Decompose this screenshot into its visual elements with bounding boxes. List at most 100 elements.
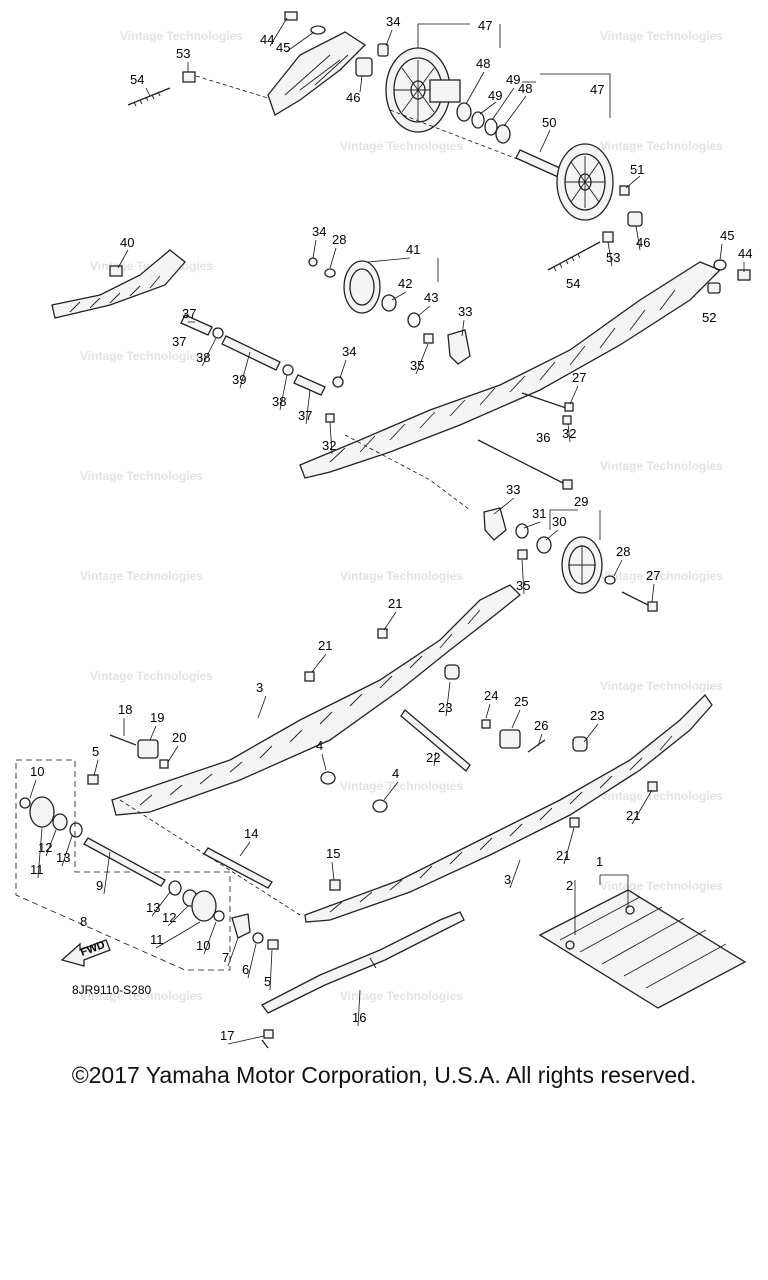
axle-barrel [429, 79, 461, 103]
callout-21: 21 [388, 596, 402, 611]
callout-48: 48 [476, 56, 490, 71]
rail-hatching [284, 54, 349, 96]
callout-13: 13 [146, 900, 160, 915]
nut-53 [182, 71, 196, 83]
callout-34: 34 [312, 224, 326, 239]
callout-52: 52 [702, 310, 716, 325]
callout-44: 44 [738, 246, 752, 261]
watermark: Vintage Technologies [340, 569, 463, 583]
nut-35 [423, 333, 434, 344]
clip-2 [625, 905, 635, 915]
callout-1: 1 [596, 854, 603, 869]
watermark: Vintage Technologies [340, 989, 463, 1003]
bolt-27-head [564, 402, 574, 412]
watermark: Vintage Technologies [80, 349, 203, 363]
upper-rail-left [51, 249, 186, 319]
bolt-51 [619, 185, 630, 196]
callout-23: 23 [438, 700, 452, 715]
watermark: Vintage Technologies [600, 459, 723, 473]
callout-33: 33 [458, 304, 472, 319]
callout-47: 47 [478, 18, 492, 33]
callout-36: 36 [536, 430, 550, 445]
collar-34 [332, 376, 344, 388]
collar-34 [308, 257, 318, 267]
shaft-22 [400, 709, 471, 772]
callout-15: 15 [326, 846, 340, 861]
callout-30: 30 [552, 514, 566, 529]
callouts: 34 47 44 45 53 54 46 48 49 49 48 47 50 5… [30, 14, 752, 1043]
watermark: Vintage Technologies [600, 879, 723, 893]
slide-rail-3-left [111, 584, 521, 816]
leader-line [119, 799, 301, 916]
wheel-11 [29, 796, 55, 828]
callout-27: 27 [646, 568, 660, 583]
washer-28 [324, 268, 336, 278]
callout-43: 43 [424, 290, 438, 305]
callout-31: 31 [532, 506, 546, 521]
callout-45: 45 [276, 40, 290, 55]
washer-38 [212, 327, 224, 339]
snap-ring-13 [69, 822, 83, 838]
watermark: Vintage Technologies [80, 469, 203, 483]
callout-4: 4 [316, 738, 323, 753]
washer-45 [713, 259, 727, 271]
slide-rail-assembly: FWD 8JR9110-S280 [15, 584, 747, 1049]
callout-28: 28 [616, 544, 630, 559]
nut-24 [481, 719, 491, 729]
watermark: Vintage Technologies [600, 29, 723, 43]
clip-2 [565, 940, 575, 950]
callout-11: 11 [150, 932, 164, 947]
wheel-spokes [565, 156, 605, 208]
wear-strip-break [369, 957, 377, 969]
collar-23 [444, 664, 460, 680]
callout-34: 34 [342, 344, 356, 359]
bolt-32 [325, 413, 335, 423]
callout-5: 5 [92, 744, 99, 759]
rail-hatching [139, 609, 481, 806]
callout-17: 17 [220, 1028, 234, 1043]
callout-25: 25 [514, 694, 528, 709]
callout-3: 3 [504, 872, 511, 887]
nut-20 [159, 759, 169, 769]
callout-29: 29 [574, 494, 588, 509]
callout-28: 28 [332, 232, 346, 247]
bumper-25 [499, 729, 521, 749]
callout-34: 34 [386, 14, 400, 29]
watermark: Vintage Technologies [340, 779, 463, 793]
leader-line [195, 75, 269, 99]
callout-54: 54 [566, 276, 580, 291]
bolt-thread [553, 253, 581, 272]
washer-6 [252, 932, 264, 944]
parts-diagram: Vintage Technologies Vintage Technologie… [15, 11, 752, 1049]
adjuster-bolt-54 [127, 87, 171, 106]
callout-41: 41 [406, 242, 420, 257]
callout-37: 37 [182, 306, 196, 321]
bumper-19 [137, 739, 159, 759]
rail-hatching [69, 275, 161, 313]
callout-10: 10 [196, 938, 210, 953]
wheel-spokes [394, 60, 442, 120]
callout-11: 11 [30, 862, 44, 877]
bracket-33 [483, 507, 507, 541]
callout-37: 37 [172, 334, 186, 349]
fwd-arrow: FWD [60, 939, 111, 967]
callout-26: 26 [534, 718, 548, 733]
leader-lines [29, 17, 745, 1045]
watermark: Vintage Technologies [340, 139, 463, 153]
spacer-37 [293, 374, 326, 396]
bolt-27-head [647, 601, 658, 612]
rear-axle-assembly [127, 11, 630, 221]
callout-leaders [29, 17, 745, 1045]
wheel-spokes [568, 545, 596, 585]
snap-ring-31 [515, 523, 529, 539]
washer-28 [604, 575, 616, 585]
wheel-rim [349, 268, 375, 306]
bolt-27 [621, 591, 651, 607]
bolt-44 [284, 11, 298, 21]
bracket-46 [627, 211, 643, 227]
bracket-33 [447, 329, 471, 365]
callout-14: 14 [244, 826, 258, 841]
callout-5: 5 [264, 974, 271, 989]
nut-15 [329, 879, 341, 891]
axle-9 [83, 837, 166, 887]
